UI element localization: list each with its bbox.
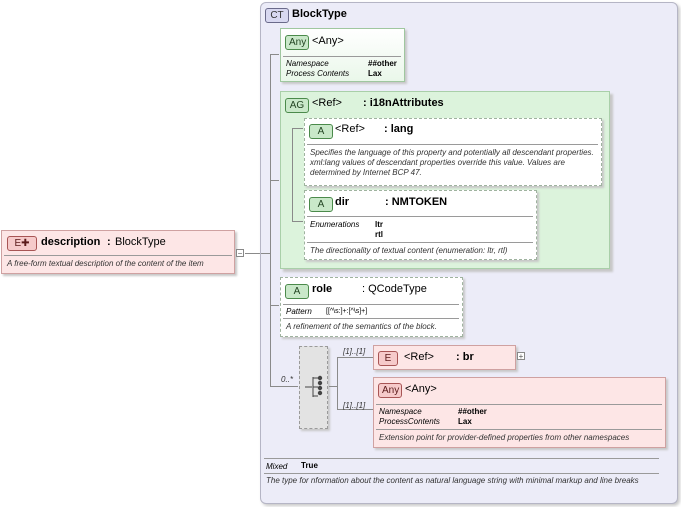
any-element-pc-value: Lax xyxy=(458,417,472,426)
any-attribute-box[interactable]: Any <Any> Namespace ##other Process Cont… xyxy=(280,28,405,82)
namespace-value: ##other xyxy=(368,59,397,68)
root-collapse-toggle[interactable]: − xyxy=(236,249,244,258)
element-badge-label: E xyxy=(14,238,22,249)
seq-connector-br xyxy=(337,357,373,358)
dir-attribute-type: : NMTOKEN xyxy=(385,196,448,208)
connector-role xyxy=(270,305,279,306)
role-attribute-badge: A xyxy=(285,284,309,299)
connector-seq xyxy=(270,386,298,387)
br-expand-toggle[interactable]: + xyxy=(517,352,525,361)
any-element-badge: Any xyxy=(378,383,402,398)
dir-attribute-name: dir xyxy=(335,196,350,208)
root-element-type: BlockType xyxy=(115,236,166,248)
namespace-label: Namespace xyxy=(286,59,329,68)
sequence-compositor[interactable] xyxy=(299,346,328,429)
root-separator xyxy=(4,255,232,256)
complex-type-box: CT BlockType Any <Any> Namespace ##other… xyxy=(260,2,678,504)
lang-attribute-box[interactable]: A <Ref> : lang Specifies the language of… xyxy=(304,118,602,186)
connector-root-inner xyxy=(261,253,270,254)
ag-connector-lang xyxy=(292,128,303,129)
attribute-group-type: : i18nAttributes xyxy=(363,97,444,109)
sequence-icon xyxy=(305,375,323,397)
role-attribute-box[interactable]: A role : QCodeType Pattern [[^\s:]+:[^\s… xyxy=(280,277,463,337)
dir-separator-1 xyxy=(307,216,533,217)
connector-root xyxy=(245,253,260,254)
pattern-value: [[^\s:]+:[^\s]+] xyxy=(326,308,368,315)
seq-connector-any xyxy=(337,409,373,410)
dir-attribute-doc: The directionality of textual content (e… xyxy=(310,246,508,255)
attribute-group-badge: AG xyxy=(285,98,309,113)
connector-attrs-vertical xyxy=(270,54,271,386)
role-attribute-type: : QCodeType xyxy=(362,283,427,295)
mixed-value: True xyxy=(301,461,318,470)
ag-connector-dir xyxy=(292,221,303,222)
br-occurs: [1]..[1] xyxy=(343,347,366,356)
element-badge: E✚ xyxy=(7,236,37,251)
ag-connector-vertical xyxy=(292,128,293,222)
lang-attribute-ref: <Ref> xyxy=(335,123,365,135)
sequence-occurs: 0..* xyxy=(281,375,294,384)
connector-ag xyxy=(270,180,279,181)
complex-type-name: BlockType xyxy=(292,8,347,20)
seq-connector-vertical xyxy=(337,357,338,409)
any-attr-separator xyxy=(283,56,401,57)
any-element-occurs: [1]..[1] xyxy=(343,401,366,410)
br-element-type: : br xyxy=(456,351,474,363)
any-attribute-name: <Any> xyxy=(312,35,344,47)
complex-type-badge: CT xyxy=(265,8,289,23)
role-attribute-name: role xyxy=(312,283,333,295)
mixed-label: Mixed xyxy=(266,462,288,471)
any-element-namespace-value: ##other xyxy=(458,407,487,416)
br-element-ref: <Ref> xyxy=(404,351,434,363)
role-separator-2 xyxy=(283,318,459,319)
any-element-doc: Extension point for provider-defined pro… xyxy=(379,433,630,442)
pattern-label: Pattern xyxy=(286,307,312,316)
complex-type-doc: The type for nformation about the conten… xyxy=(266,476,639,485)
lang-separator xyxy=(307,144,598,145)
ct-separator-1 xyxy=(264,458,659,459)
attribute-group-box[interactable]: AG <Ref> : i18nAttributes A <Ref> : lang… xyxy=(280,91,610,269)
br-element-box[interactable]: E <Ref> : br xyxy=(373,345,516,370)
connector-any xyxy=(270,54,279,55)
expand-plus-icon: ✚ xyxy=(21,238,30,249)
br-element-badge: E xyxy=(378,351,398,366)
enumeration-rtl: rtl xyxy=(375,230,383,239)
process-contents-label: Process Contents xyxy=(286,69,350,78)
enumerations-label: Enumerations xyxy=(310,220,360,229)
any-element-separator-2 xyxy=(376,429,662,430)
any-element-pc-label: ProcessContents xyxy=(379,417,440,426)
ct-separator-2 xyxy=(264,473,659,474)
root-element-colon: : xyxy=(107,236,111,248)
any-element-separator-1 xyxy=(376,404,662,405)
role-separator-1 xyxy=(283,304,459,305)
any-attribute-badge: Any xyxy=(285,35,309,50)
dir-separator-2 xyxy=(307,242,533,243)
root-element-box[interactable]: E✚ description : BlockType A free-form t… xyxy=(1,230,235,274)
lang-attribute-badge: A xyxy=(309,124,333,139)
dir-attribute-box[interactable]: A dir : NMTOKEN Enumerations ltr rtl The… xyxy=(304,190,537,260)
seq-connector-mid xyxy=(329,386,337,387)
attribute-group-ref: <Ref> xyxy=(312,97,342,109)
any-element-box[interactable]: Any <Any> Namespace ##other ProcessConte… xyxy=(373,377,666,448)
lang-attribute-type: : lang xyxy=(384,123,414,135)
lang-attribute-doc: Specifies the language of this property … xyxy=(310,148,594,177)
any-element-name: <Any> xyxy=(405,383,437,395)
process-contents-value: Lax xyxy=(368,69,382,78)
root-element-name: description xyxy=(41,236,101,248)
role-attribute-doc: A refinement of the semantics of the blo… xyxy=(286,322,437,331)
root-element-doc: A free-form textual description of the c… xyxy=(7,259,204,268)
dir-attribute-badge: A xyxy=(309,197,333,212)
enumeration-ltr: ltr xyxy=(375,220,383,229)
any-element-namespace-label: Namespace xyxy=(379,407,422,416)
